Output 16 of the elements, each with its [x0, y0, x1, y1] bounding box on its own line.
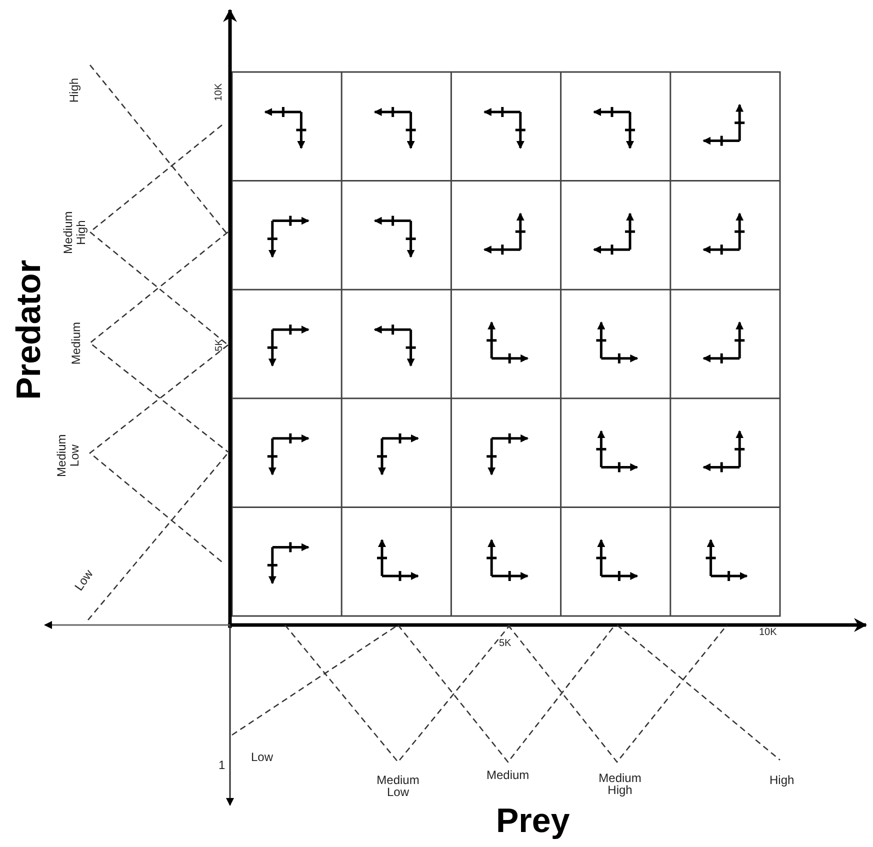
- category-label: High: [68, 77, 80, 102]
- axis-title: Prey: [496, 804, 570, 840]
- category-label: High: [770, 774, 794, 786]
- category-label: Medium Low: [55, 432, 81, 478]
- tick-label: 10K: [214, 82, 226, 101]
- axis-title: Predator: [12, 260, 48, 400]
- tick-label: 5K: [499, 638, 512, 649]
- category-label: Medium: [70, 321, 82, 364]
- category-label: Medium Low: [376, 774, 420, 799]
- category-label: Low: [251, 750, 274, 764]
- category-label: Medium: [486, 768, 530, 782]
- tick-label: 1: [218, 758, 226, 772]
- tick-label: 10K: [759, 628, 777, 638]
- category-label: Medium High: [598, 772, 642, 797]
- category-label: Medium High: [61, 210, 87, 256]
- tick-label: 5K: [214, 338, 226, 351]
